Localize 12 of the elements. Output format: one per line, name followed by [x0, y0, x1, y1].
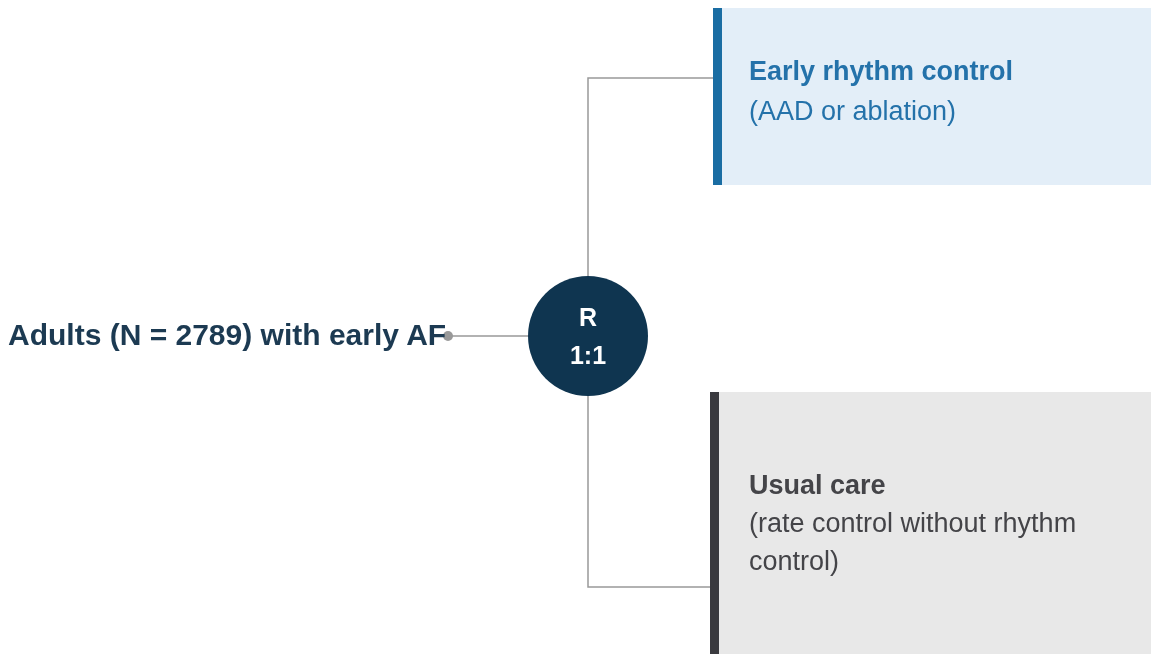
randomization-label: R [578, 302, 598, 333]
arm-title: Early rhythm control [749, 54, 1015, 88]
ratio-label: 1:1 [569, 340, 607, 371]
population-text: Adults (N = 2789) with early AF [8, 317, 448, 353]
arm-title: Usual care [749, 469, 887, 502]
arm-description: (rate control without rhythm control) [749, 507, 1078, 578]
arm-box [713, 8, 1151, 185]
connector-line [587, 395, 711, 588]
arm-description: (AAD or ablation) [749, 94, 958, 128]
arm-box [710, 392, 1151, 654]
connector-line [587, 77, 714, 277]
connector-line [443, 331, 529, 341]
